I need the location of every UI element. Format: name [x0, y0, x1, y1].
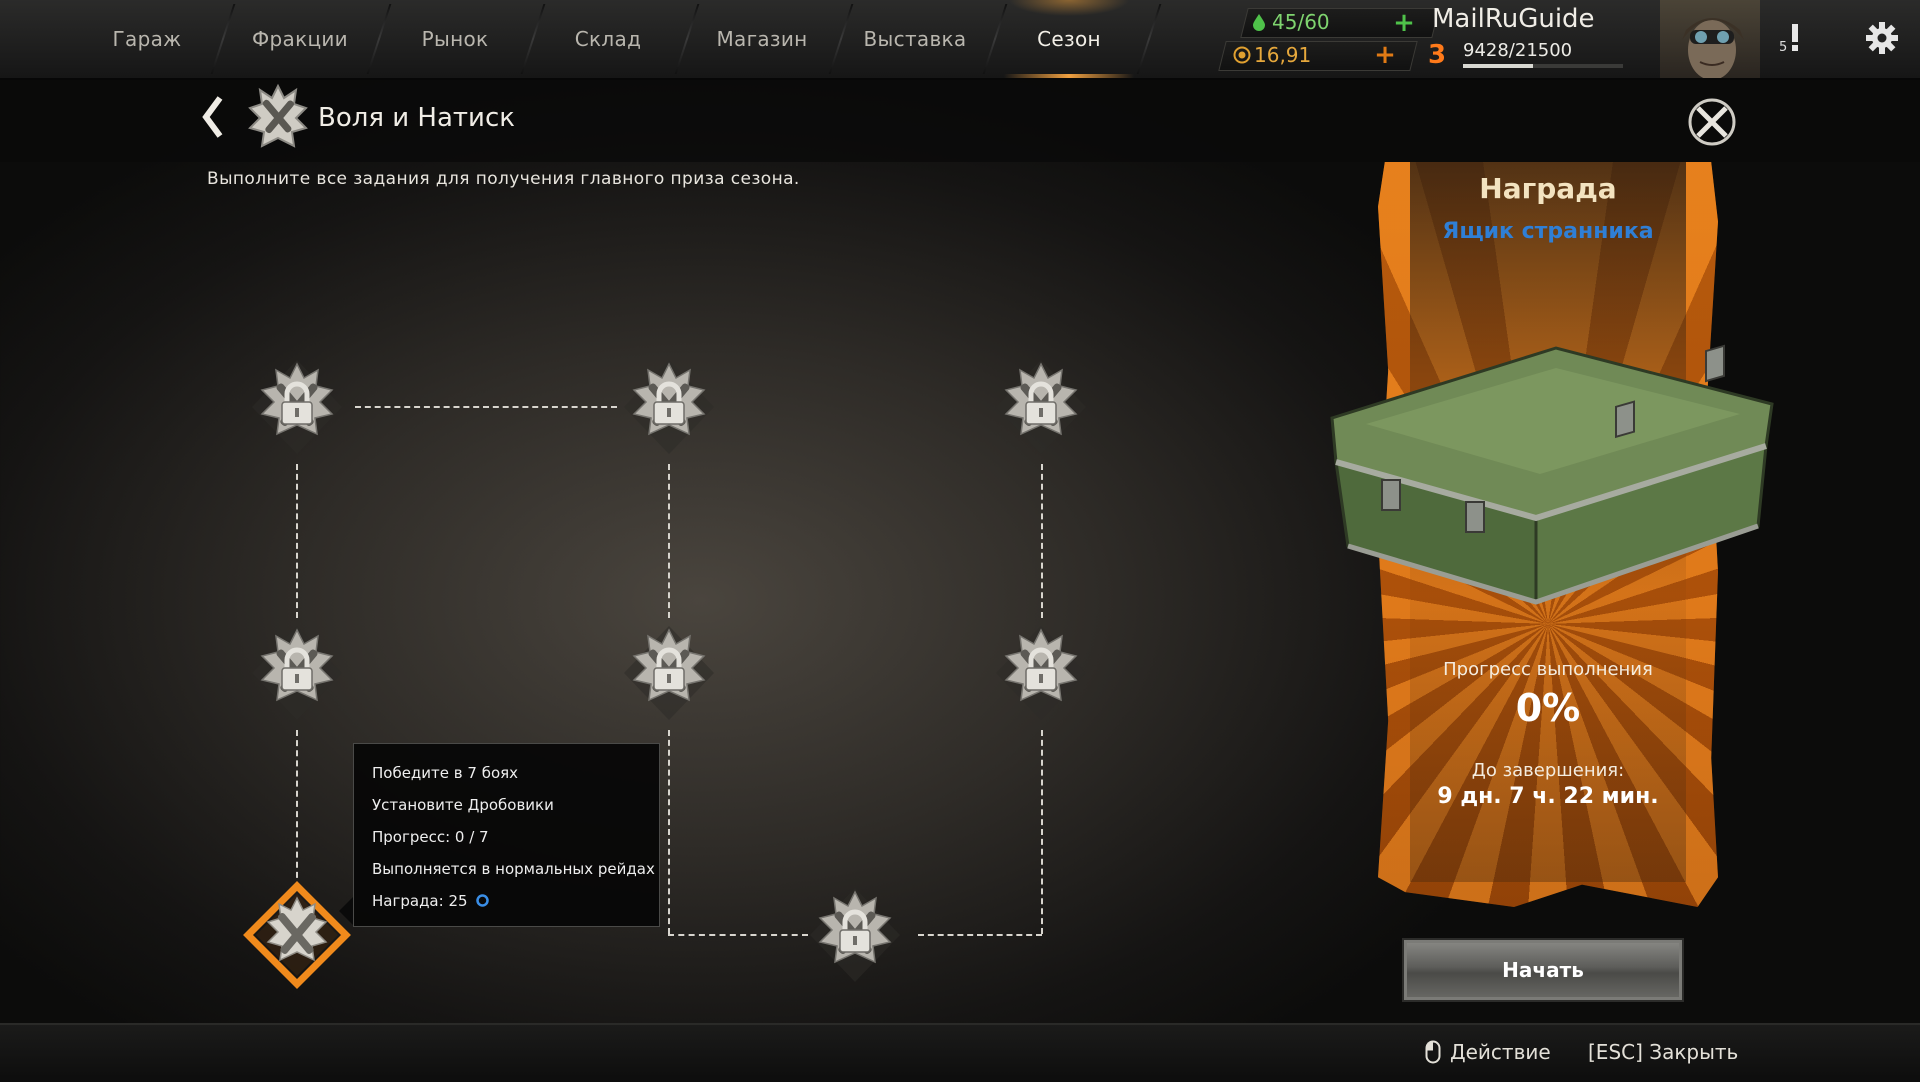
- reward-heading: Награда: [1479, 172, 1617, 205]
- season-point-icon: [476, 894, 490, 907]
- locked-task-lock-icon: [614, 618, 724, 728]
- task-node-locked[interactable]: [800, 880, 910, 990]
- tab-shop[interactable]: Магазин: [716, 27, 808, 51]
- tab-garage[interactable]: Гараж: [112, 27, 182, 51]
- coins-value: 16,91: [1254, 43, 1312, 67]
- fuel-value: 45/60: [1272, 10, 1330, 34]
- action-hint: Действие: [1450, 1040, 1551, 1064]
- progress-label: Прогресс выполнения: [1443, 659, 1653, 680]
- avatar[interactable]: [1660, 0, 1760, 78]
- tooltip-requirement: Установите Дробовики: [372, 796, 554, 814]
- page-header: [0, 80, 1920, 162]
- path-connector: [668, 934, 808, 936]
- path-connector: [668, 730, 670, 934]
- mouse-icon: [1425, 1040, 1441, 1064]
- back-arrow-icon[interactable]: [200, 94, 226, 140]
- reward-name[interactable]: Ящик странника: [1442, 219, 1654, 244]
- season-emblem-icon: [248, 83, 308, 148]
- path-connector: [668, 464, 670, 618]
- path-connector: [296, 464, 298, 618]
- coin-icon: [1233, 46, 1251, 64]
- progress-value: 0%: [1515, 686, 1581, 730]
- reward-crate-image: [1330, 344, 1774, 605]
- tooltip-mode: Выполняется в нормальных рейдах: [372, 860, 655, 878]
- task-node-locked[interactable]: [614, 618, 724, 728]
- fuel-drop-icon: [1253, 14, 1265, 31]
- path-connector: [1041, 730, 1043, 934]
- tooltip-progress: Прогресс: 0 / 7: [372, 828, 489, 846]
- player-xp: 9428/21500: [1463, 40, 1573, 61]
- task-tooltip: Победите в 7 боях Установите Дробовики П…: [353, 743, 660, 927]
- tooltip-pointer: [339, 897, 353, 925]
- task-node-locked[interactable]: [986, 618, 1096, 728]
- locked-task-lock-icon: [986, 352, 1096, 462]
- locked-task-lock-icon: [986, 618, 1096, 728]
- bottom-bar: [0, 1023, 1920, 1082]
- task-node-locked[interactable]: [614, 352, 724, 462]
- notification-exclamation-icon[interactable]: [1786, 22, 1804, 52]
- settings-gear-icon[interactable]: [1864, 20, 1900, 56]
- xp-bar-fill: [1463, 64, 1534, 68]
- xp-bar-track: [1463, 64, 1623, 68]
- page-title: Воля и Натиск: [318, 103, 515, 133]
- task-node-locked[interactable]: [242, 352, 352, 462]
- avatar-portrait-icon: [1682, 18, 1744, 78]
- tab-storage[interactable]: Склад: [574, 27, 642, 51]
- top-navigation-bar: [0, 0, 1920, 80]
- close-hint-button[interactable]: [ESC] Закрыть: [1588, 1040, 1739, 1064]
- locked-task-lock-icon: [614, 352, 724, 462]
- time-remaining-value: 9 дн. 7 ч. 22 мин.: [1437, 784, 1659, 809]
- locked-task-lock-icon: [800, 880, 910, 990]
- close-icon[interactable]: [1686, 96, 1738, 148]
- active-task-emblem-icon: [243, 881, 351, 989]
- task-node-active[interactable]: [242, 880, 352, 990]
- add-fuel-button[interactable]: +: [1393, 8, 1415, 38]
- tab-market[interactable]: Рынок: [421, 27, 489, 51]
- task-node-locked[interactable]: [242, 618, 352, 728]
- tooltip-reward-text: Награда: 25: [372, 892, 468, 910]
- path-connector: [355, 406, 617, 408]
- path-connector: [296, 730, 298, 888]
- tooltip-reward: Награда: 25: [372, 892, 490, 910]
- player-level: 3: [1428, 40, 1447, 70]
- tab-factions[interactable]: Фракции: [252, 27, 348, 51]
- path-connector: [918, 934, 1042, 936]
- time-remaining-label: До завершения:: [1471, 760, 1625, 781]
- player-name: MailRuGuide: [1432, 4, 1595, 34]
- start-button[interactable]: Начать: [1402, 938, 1684, 1002]
- path-connector: [1041, 464, 1043, 618]
- tab-season[interactable]: Сезон: [994, 0, 1144, 78]
- tab-exhibition[interactable]: Выставка: [863, 27, 967, 51]
- locked-task-lock-icon: [242, 352, 352, 462]
- locked-task-lock-icon: [242, 618, 352, 728]
- tooltip-objective: Победите в 7 боях: [372, 764, 519, 782]
- add-coins-button[interactable]: +: [1374, 40, 1396, 70]
- notifications-count: 5: [1779, 40, 1788, 55]
- task-node-locked[interactable]: [986, 352, 1096, 462]
- page-subtitle: Выполните все задания для получения глав…: [207, 169, 800, 189]
